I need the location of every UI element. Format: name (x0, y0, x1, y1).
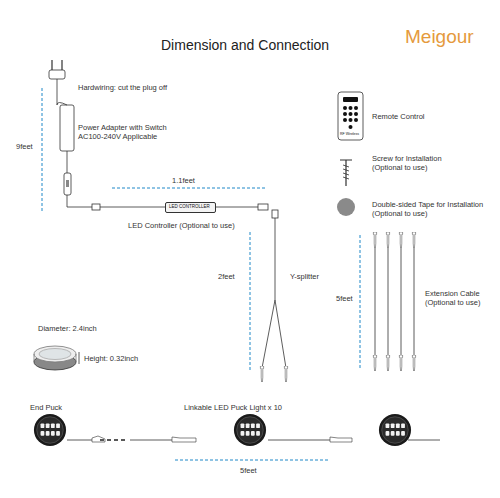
remote-text: RF Wireless (340, 132, 359, 136)
part-name: LED Controller (Optional to use) (128, 221, 235, 230)
dimension: 1.1feet (172, 176, 195, 185)
part-name: End Puck (30, 403, 62, 412)
part-name: Remote Control (372, 112, 425, 121)
diagram-title: Dimension and Connection (161, 37, 329, 53)
part-name: Screw for Installation (Optional to use) (372, 154, 462, 172)
controller-text: LED CONTROLLER (166, 203, 215, 210)
dimension: 2feet (218, 272, 235, 281)
dimension: 5feet (240, 466, 257, 475)
part-name: Extension Cable (Optional to use) (425, 289, 489, 307)
dimension: Diameter: 2.4inch (38, 324, 97, 333)
dimension: 9feet (16, 142, 33, 151)
dimension: Height: 0.32inch (84, 354, 138, 363)
part-name: Power Adapter with Switch AC100-240V App… (78, 123, 178, 141)
part-name: Y-splitter (290, 272, 319, 281)
part-name: Linkable LED Puck Light x 10 (184, 403, 282, 412)
dimension: 5feet (336, 294, 353, 303)
note: Hardwiring: cut the plug off (78, 83, 167, 92)
brand-logo: Meigour (405, 27, 474, 47)
part-name: Double-sided Tape for Installation (Opti… (372, 200, 497, 218)
controller-box: LED CONTROLLER (165, 202, 216, 213)
